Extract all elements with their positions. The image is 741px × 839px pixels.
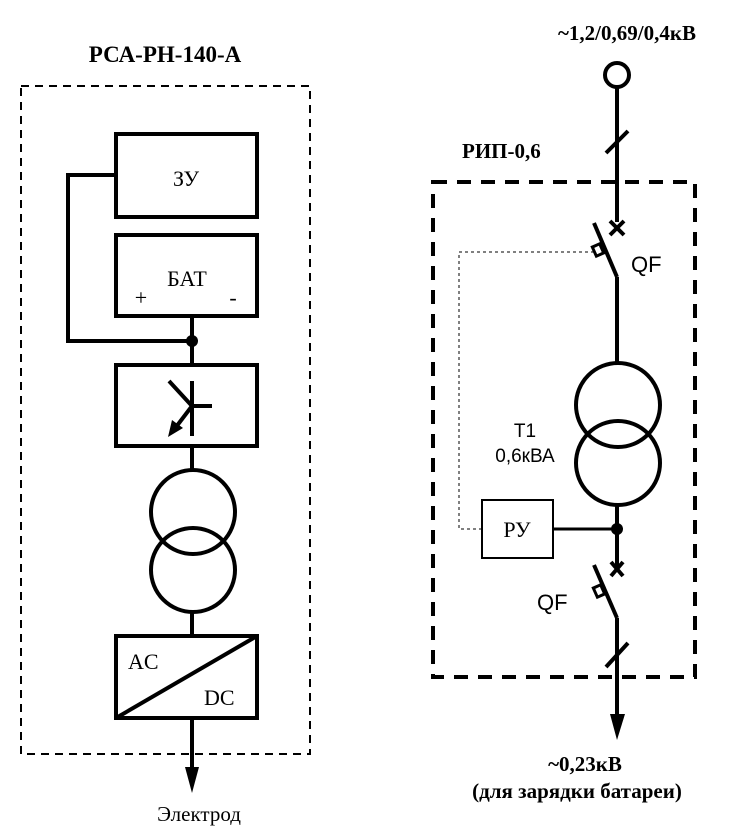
right-block: ~1,2/0,69/0,4кВ РИП-0,6 QF T1 0,6кВА РУ bbox=[431, 21, 697, 803]
phase-slash-top-icon bbox=[604, 129, 630, 155]
control-dotted-line bbox=[458, 251, 594, 530]
ac-dc-converter-box bbox=[114, 634, 259, 720]
arrow-down-icon bbox=[185, 767, 199, 793]
battery-plus-sign: + bbox=[135, 285, 147, 310]
junction-dot-right bbox=[611, 523, 623, 535]
charger-feedback-wire bbox=[66, 173, 192, 343]
battery-label: БАТ bbox=[167, 266, 207, 291]
left-enclosure-dashed-border bbox=[20, 85, 311, 755]
right-enclosure-dashed-border bbox=[431, 180, 697, 679]
arrow-down-output-icon bbox=[610, 714, 625, 740]
input-voltage-label: ~1,2/0,69/0,4кВ bbox=[558, 21, 696, 45]
breaker-top-label: QF bbox=[631, 252, 662, 277]
converter-dc-label: DC bbox=[204, 685, 235, 710]
transistor-icon bbox=[167, 379, 212, 437]
right-block-title: РИП-0,6 bbox=[462, 139, 541, 163]
circuit-breaker-bottom-icon bbox=[591, 560, 625, 619]
output-purpose-label: (для зарядки батареи) bbox=[472, 779, 682, 803]
phase-slash-bottom-icon bbox=[604, 641, 630, 669]
circuit-breaker-top-icon bbox=[590, 219, 626, 365]
left-block: РСА-РН-140-А ЗУ БАТ + - bbox=[20, 42, 311, 826]
transformer-rating-label: 0,6кВА bbox=[495, 446, 555, 467]
converter-ac-label: AC bbox=[128, 649, 159, 674]
output-voltage-label: ~0,23кВ bbox=[548, 752, 622, 776]
electrode-label: Электрод bbox=[157, 802, 241, 826]
charger-label: ЗУ bbox=[173, 166, 199, 191]
input-terminal-icon bbox=[603, 61, 631, 89]
battery-minus-sign: - bbox=[229, 285, 236, 310]
breaker-bottom-label: QF bbox=[537, 590, 568, 615]
converter-diagonal bbox=[114, 634, 259, 720]
regulator-label: РУ bbox=[503, 517, 531, 542]
battery-box bbox=[114, 233, 259, 318]
transformer-icon bbox=[149, 468, 237, 614]
transformer-t1-icon bbox=[574, 361, 662, 507]
junction-dot bbox=[186, 335, 198, 347]
left-block-title: РСА-РН-140-А bbox=[89, 42, 242, 67]
inverter-box bbox=[114, 363, 259, 448]
transformer-name-label: T1 bbox=[514, 421, 536, 442]
